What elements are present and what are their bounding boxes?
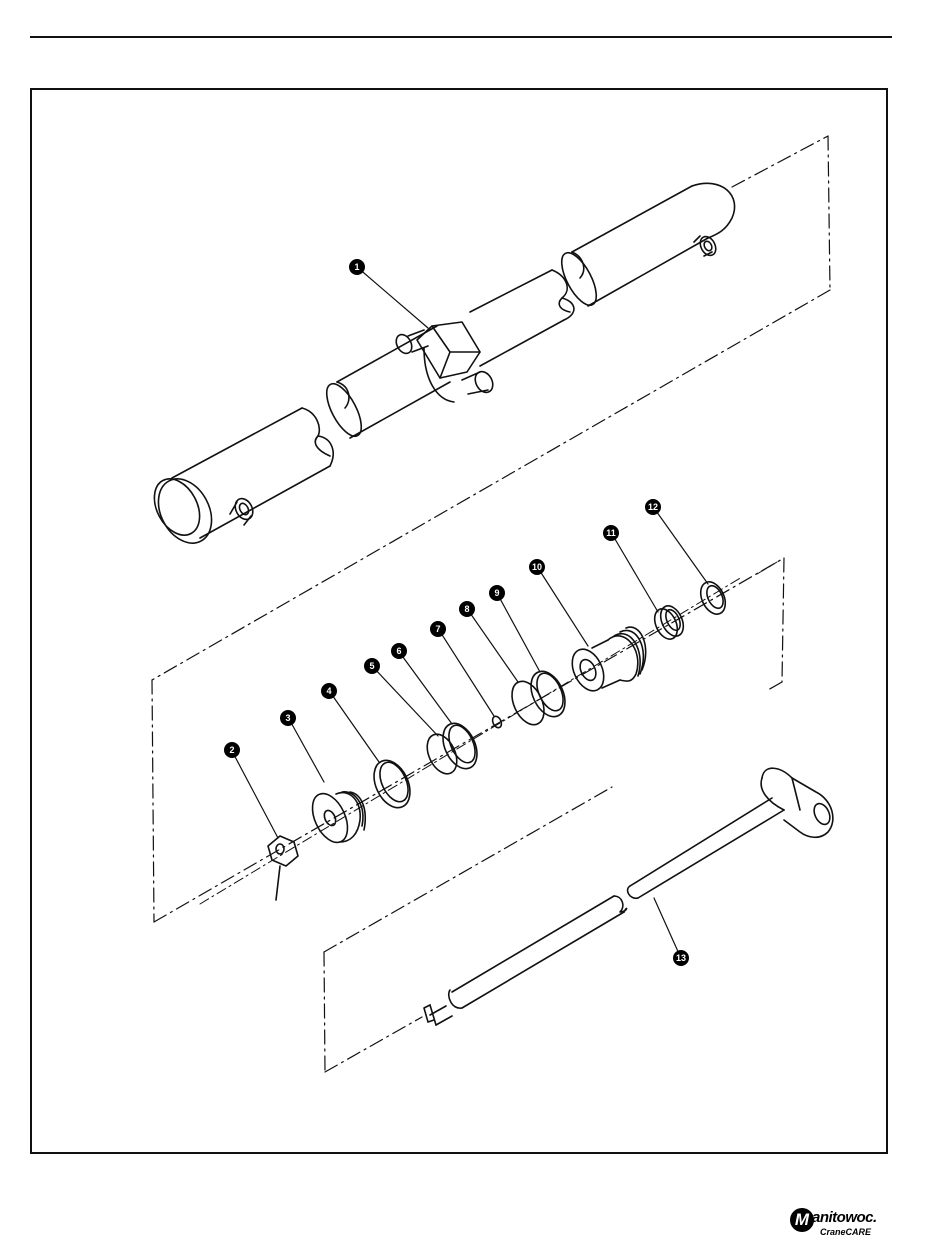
logo-cranecare: CraneCARE [820,1227,871,1237]
callout-3: 3 [280,710,296,726]
retaining-ring [696,578,730,618]
header-rule [30,36,892,38]
callout-9: 9 [489,585,505,601]
rod-boundary-line [324,787,612,1072]
svg-text:11: 11 [606,528,616,538]
svg-text:2: 2 [229,745,234,755]
svg-text:1: 1 [354,262,359,272]
logo-wordmark: anitowoc. [812,1209,877,1226]
barrel-boundary-line [152,136,830,680]
svg-text:4: 4 [326,686,331,696]
wear-rings [506,666,572,730]
manitowoc-cranecare-logo: M anitowoc. CraneCARE [790,1206,900,1242]
part-axis-line [200,562,777,904]
o-ring-and-backup-ring [421,718,483,779]
exploded-view-figure: 1 2 3 4 5 6 7 8 9 10 11 [30,88,888,1154]
svg-text:10: 10 [532,562,542,572]
callout-1: 1 [349,259,365,275]
barrel-right-section [555,183,735,310]
callout-7: 7 [430,621,446,637]
piston-seal-ring [367,755,417,814]
callout-8: 8 [459,601,475,617]
svg-text:6: 6 [396,646,401,656]
cylinder-exploded-diagram: 1 2 3 4 5 6 7 8 9 10 11 [32,90,888,1154]
callout-11: 11 [603,525,619,541]
manitowoc-logo-mark: M [790,1208,814,1232]
svg-text:5: 5 [369,661,374,671]
locknut [268,836,298,900]
barrel-left-section [145,408,333,552]
callout-2: 2 [224,742,240,758]
svg-text:9: 9 [494,588,499,598]
svg-text:8: 8 [464,604,469,614]
callout-4: 4 [321,683,337,699]
barrel-middle-section [320,270,574,441]
callout-13: 13 [673,950,689,966]
piston [305,788,365,848]
svg-text:7: 7 [435,624,440,634]
svg-text:12: 12 [648,502,658,512]
callout-6: 6 [391,643,407,659]
callout-10: 10 [529,559,545,575]
piston-rod [424,768,833,1025]
svg-text:13: 13 [676,953,686,963]
svg-text:3: 3 [285,713,290,723]
callout-12: 12 [645,499,661,515]
callout-5: 5 [364,658,380,674]
